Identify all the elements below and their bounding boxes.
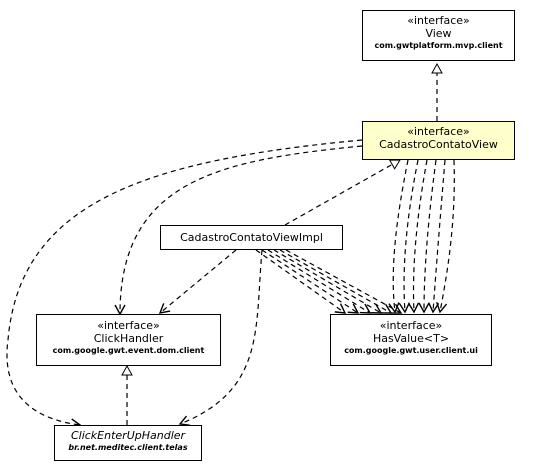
cadastro-impl-name: CadastroContatoViewImpl <box>180 231 323 244</box>
click-handler-package: com.google.gwt.event.dom.client <box>52 346 205 355</box>
edge-impl-to-hasvalue-2 <box>261 249 360 314</box>
click-enter-up-package: br.net.meditec.client.telas <box>68 443 188 452</box>
has-value-name: HasValue<T> <box>372 332 450 345</box>
view-package: com.gwtplatform.mvp.client <box>374 41 503 50</box>
cadastro-view-name: CadastroContatoView <box>379 138 498 151</box>
edge-cadastro-view-to-hasvalue-6 <box>436 159 455 314</box>
edge-impl-to-hasvalue-6 <box>285 249 403 314</box>
view-name: View <box>425 27 452 40</box>
edge-cadastro-view-to-hasvalue-4 <box>418 159 437 314</box>
edge-cadastro-view-to-hasvalue-5 <box>428 159 446 314</box>
click-handler-name: ClickHandler <box>93 332 164 345</box>
edge-impl-to-hasvalue-4 <box>273 249 383 314</box>
node-view[interactable]: «interface» View com.gwtplatform.mvp.cli… <box>362 10 515 61</box>
edge-impl-to-clickenterup <box>178 249 263 426</box>
edge-impl-to-hasvalue-1 <box>255 249 347 314</box>
edge-impl-to-clickhandler <box>158 249 237 314</box>
edge-cadastro-view-to-clickenterup <box>6 139 363 430</box>
edge-impl-to-hasvalue-3 <box>267 249 372 314</box>
node-has-value[interactable]: «interface» HasValue<T> com.google.gwt.u… <box>330 314 492 366</box>
node-cadastro-contato-view[interactable]: «interface» CadastroContatoView <box>362 121 515 160</box>
has-value-stereotype: «interface» <box>379 319 443 332</box>
edge-cadastro-view-to-clickhandler <box>114 145 363 316</box>
view-stereotype: «interface» <box>407 14 470 27</box>
edge-impl-to-hasvalue-5 <box>279 249 393 314</box>
edge-cadastro-view-to-hasvalue-2 <box>398 159 419 314</box>
edge-cadastro-view-to-hasvalue-3 <box>407 159 428 314</box>
edge-impl-realizes-cadastro-view <box>284 159 401 226</box>
node-cadastro-contato-view-impl[interactable]: CadastroContatoViewImpl <box>160 225 343 250</box>
node-click-handler[interactable]: «interface» ClickHandler com.google.gwt.… <box>36 314 221 366</box>
cadastro-view-stereotype: «interface» <box>407 125 470 138</box>
edge-cadastro-view-to-hasvalue-1 <box>388 159 409 314</box>
has-value-package: com.google.gwt.user.client.ui <box>344 346 478 355</box>
click-handler-stereotype: «interface» <box>97 319 160 332</box>
node-click-enter-up-handler[interactable]: ClickEnterUpHandler br.net.meditec.clien… <box>54 425 202 461</box>
click-enter-up-name: ClickEnterUpHandler <box>70 429 186 442</box>
